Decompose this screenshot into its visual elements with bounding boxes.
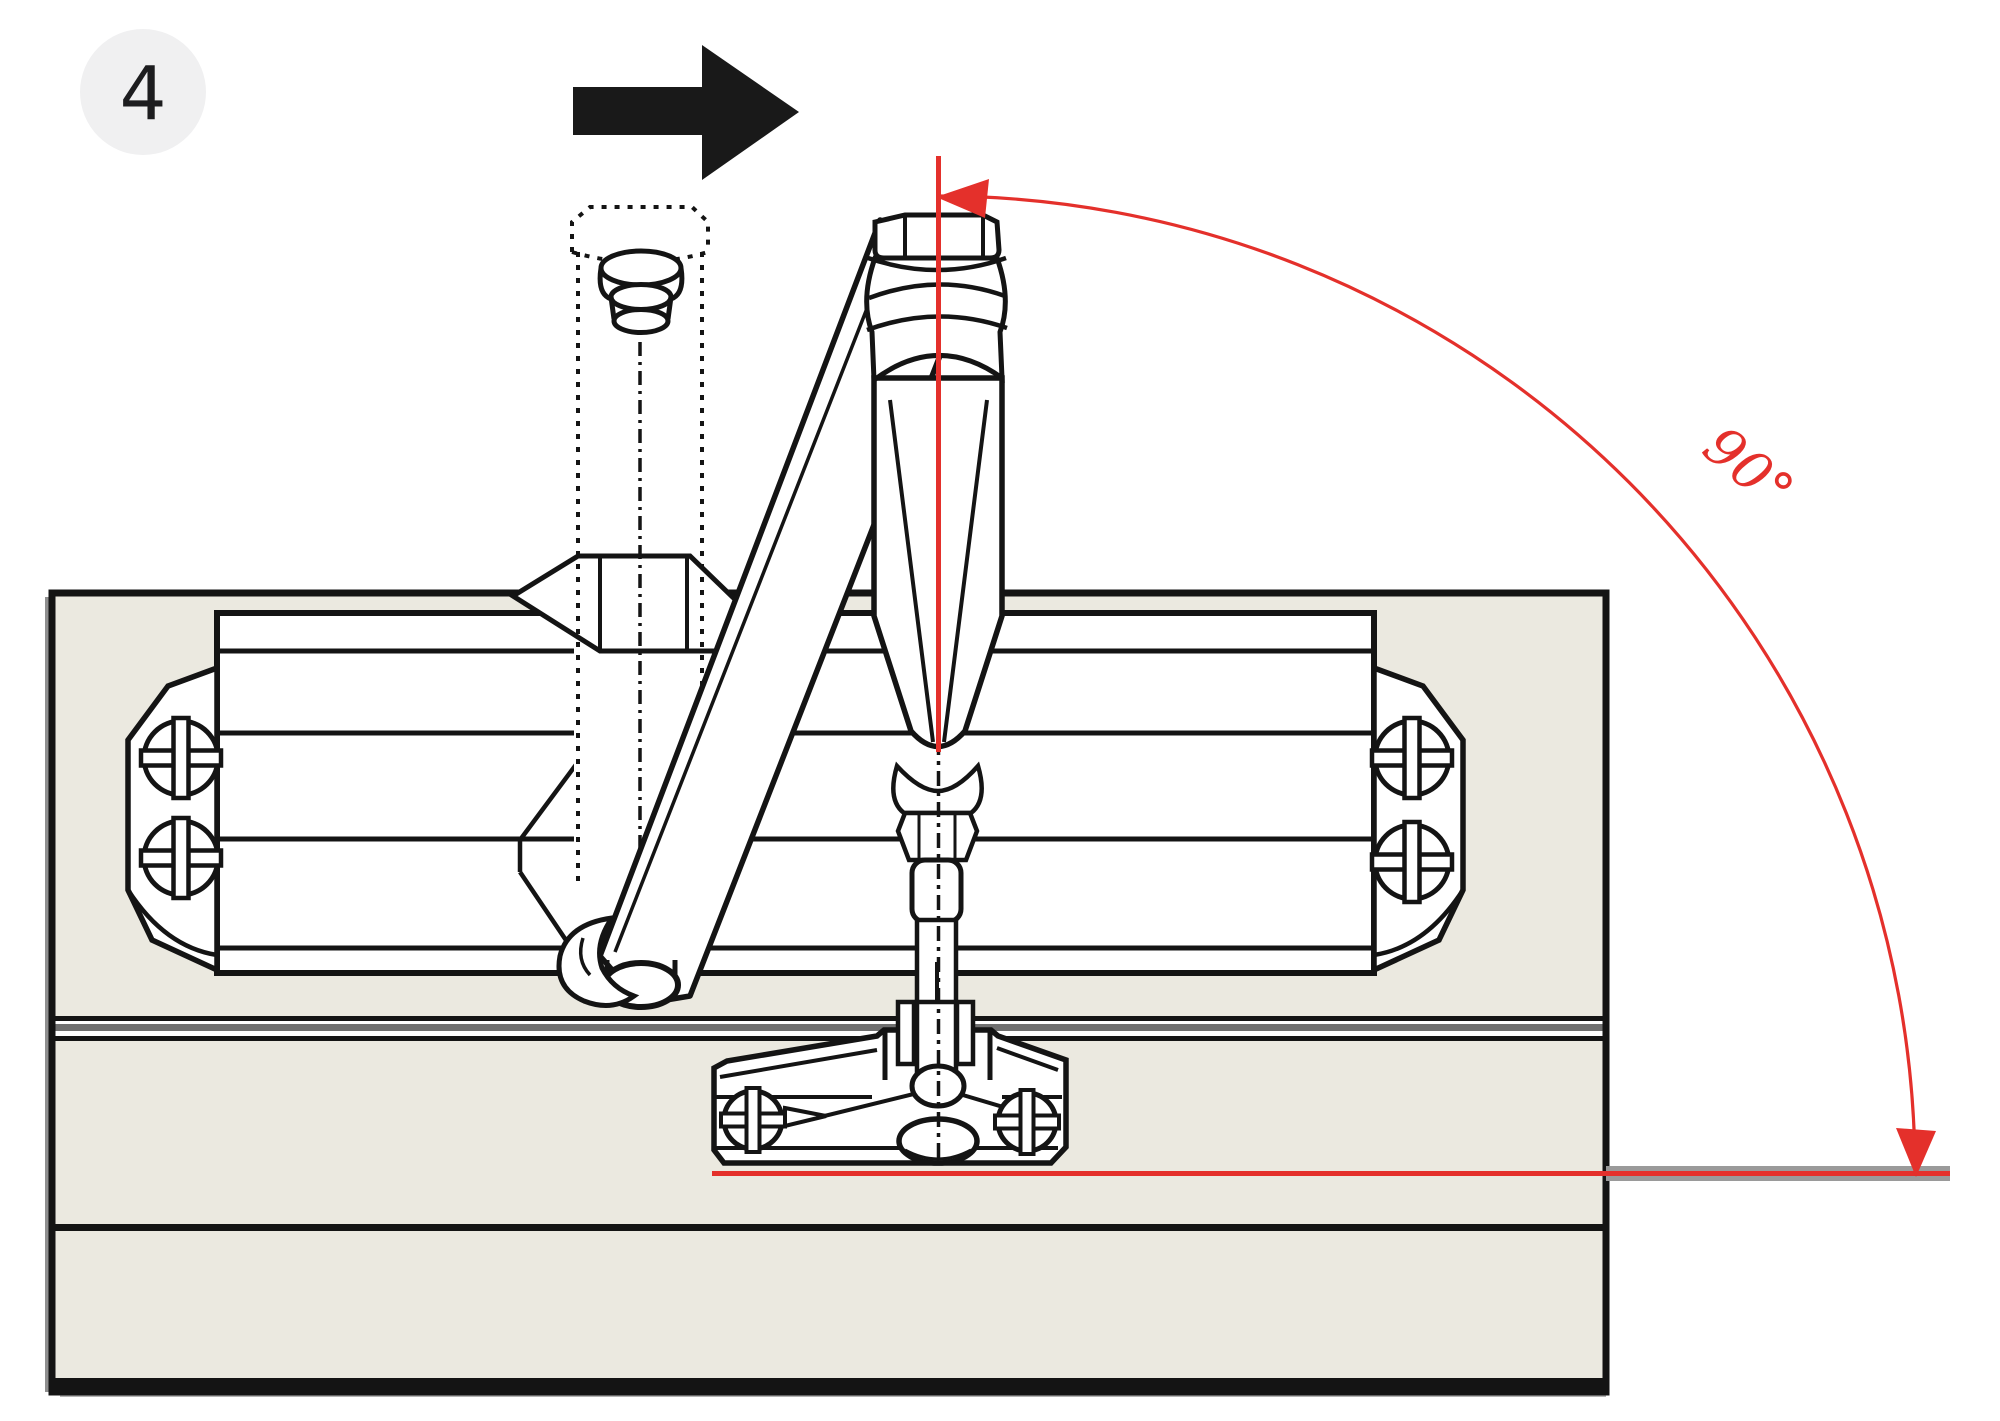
housing-facets [517, 733, 684, 960]
shoe-clevis-ear [954, 999, 976, 1067]
spindle-axis-line [936, 156, 941, 752]
step-number: 4 [119, 51, 166, 137]
frame-reference-line [712, 1171, 1950, 1176]
link-clevis [891, 761, 984, 816]
link-joint [909, 857, 964, 925]
arc-arrowhead-top [936, 179, 989, 218]
door-gap [52, 1024, 1606, 1031]
step-badge: 4 [80, 29, 206, 155]
pinion-spindle [597, 248, 685, 335]
rotation-arc [937, 194, 1917, 1174]
phantom-arm [508, 205, 751, 958]
arc-arrowhead-bottom [1896, 1128, 1936, 1177]
frame-lower-band [52, 1231, 1606, 1378]
arm-elbow [556, 914, 640, 1008]
arm-shoe [711, 1027, 1069, 1166]
badge-circle [80, 29, 206, 155]
shoe-knuckle-tower [882, 1032, 993, 1080]
shoe-clevis-ear [895, 999, 917, 1067]
arrow-right-icon [573, 45, 799, 180]
angle-label: 90° [1692, 414, 1806, 524]
phantom-arm-outline [570, 205, 710, 888]
closer-body [125, 610, 1466, 976]
